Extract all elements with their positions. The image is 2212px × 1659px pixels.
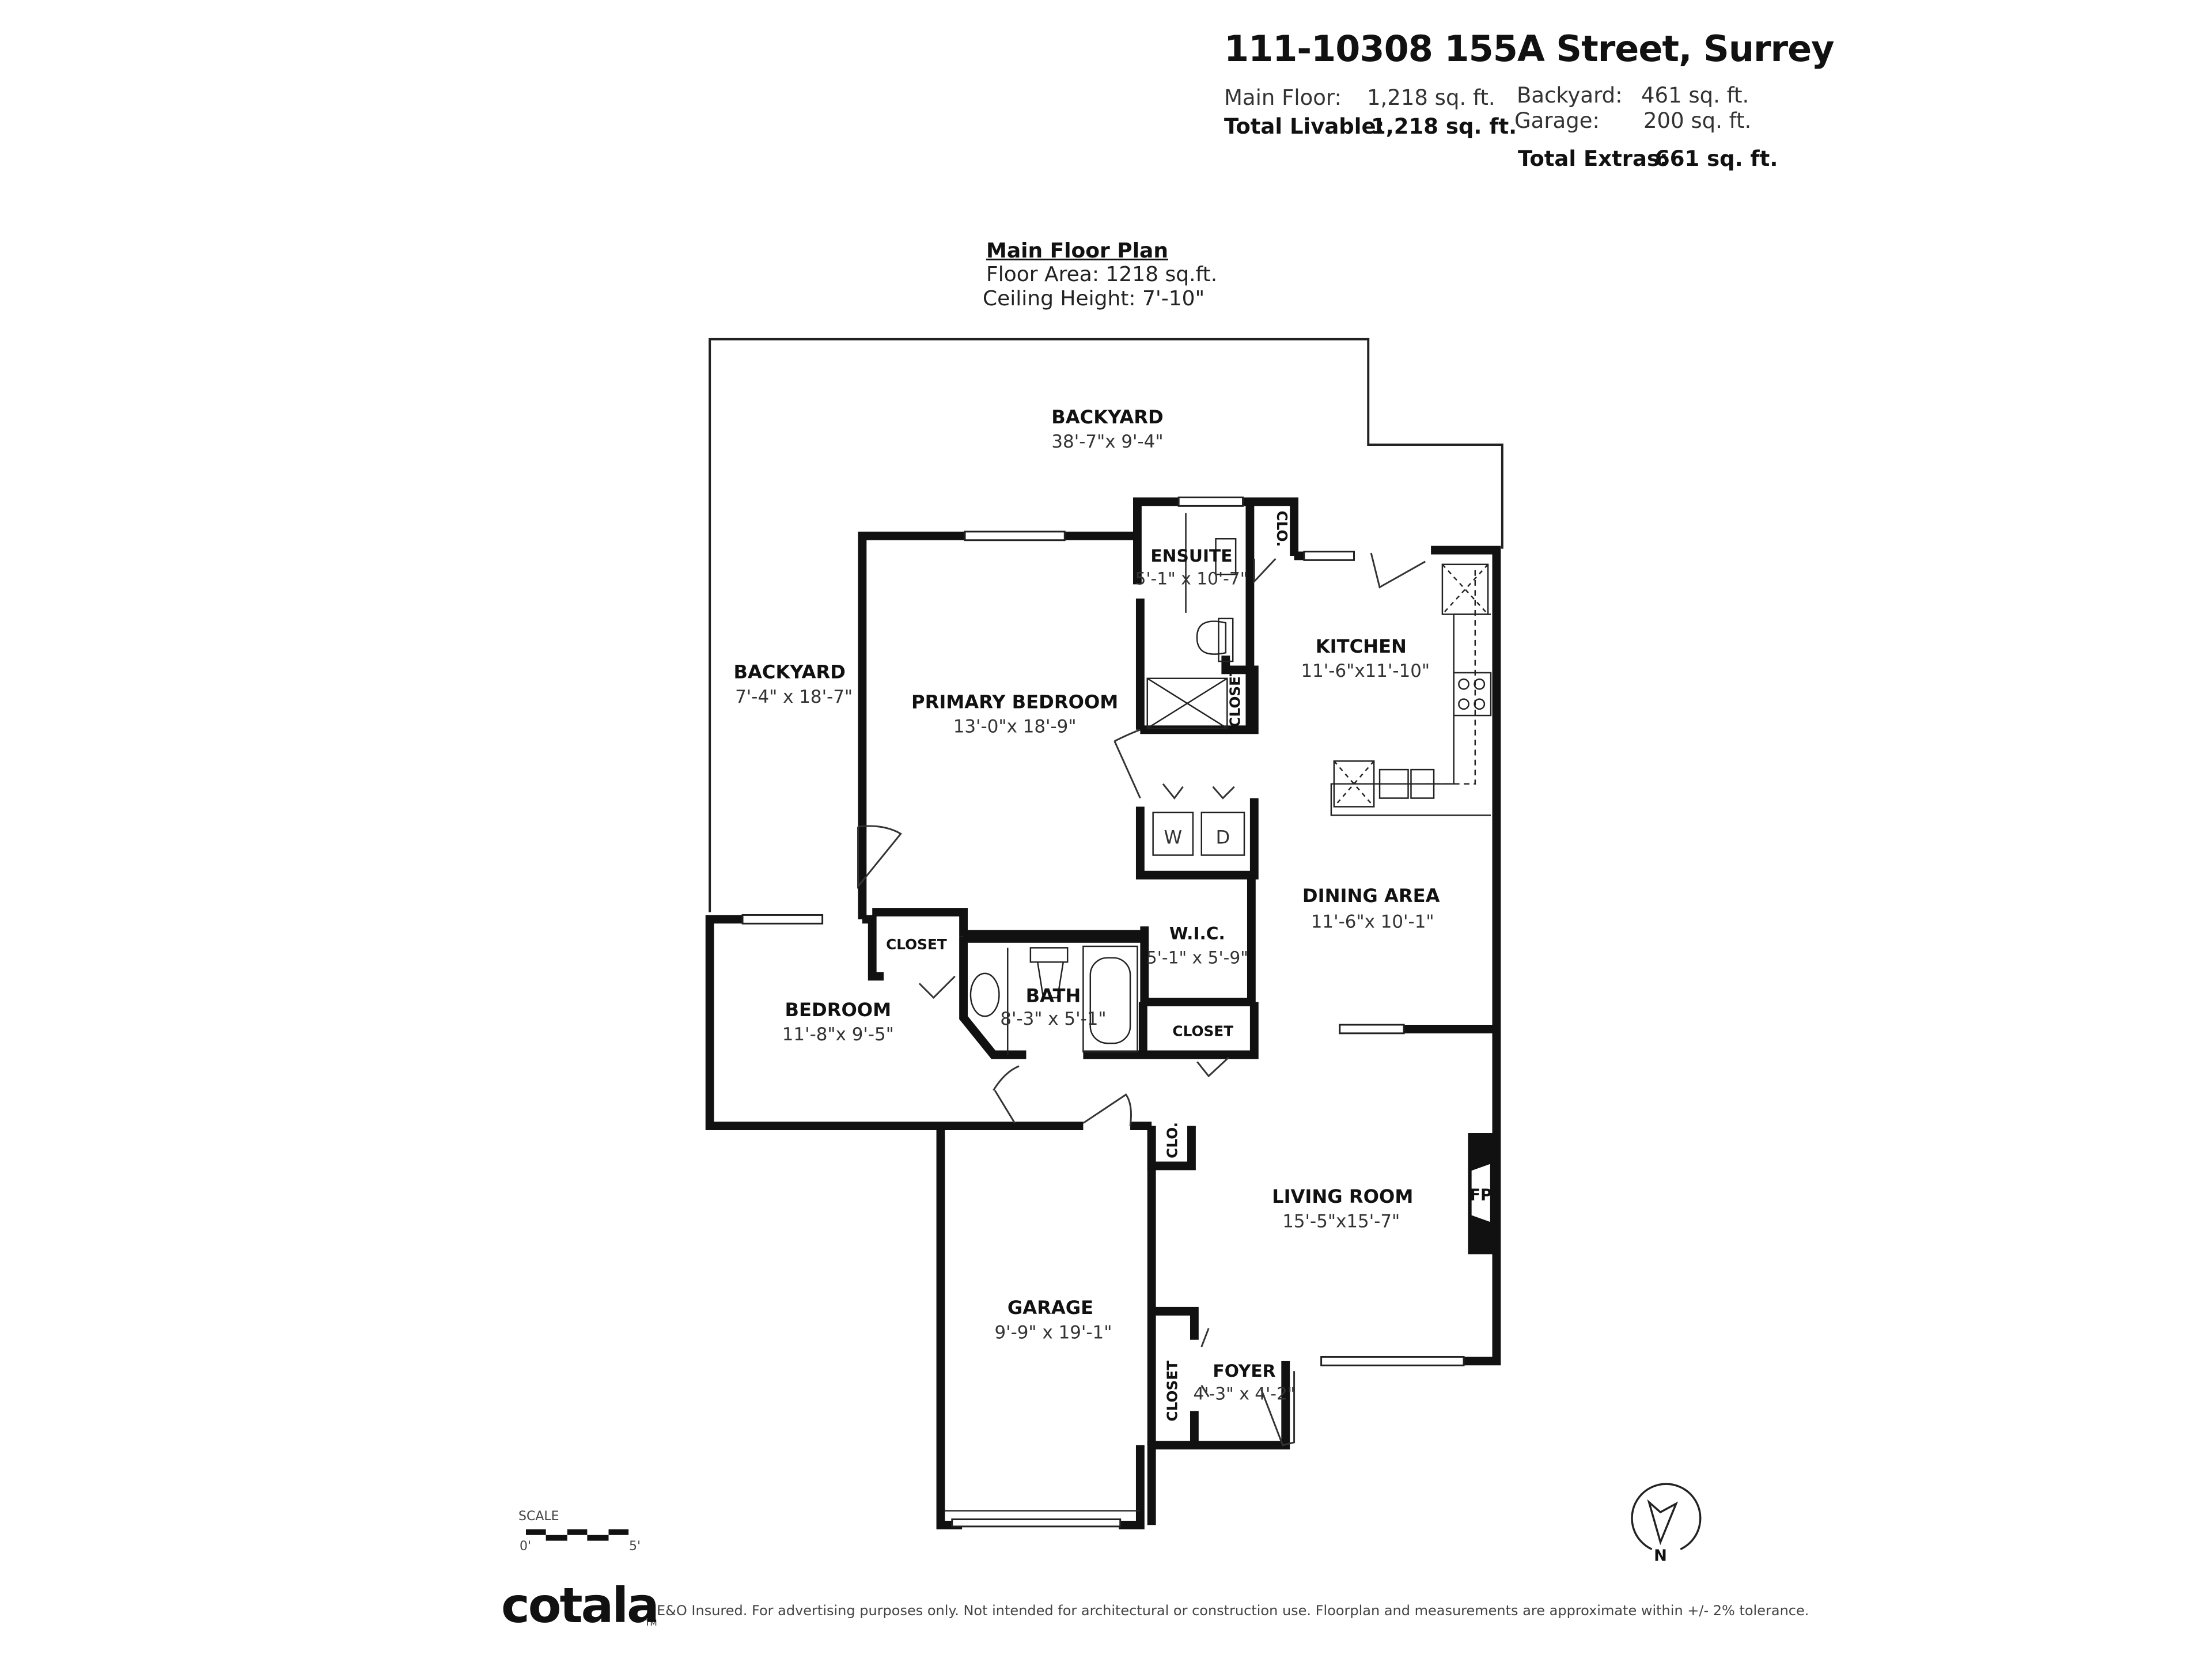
backyard-left-dims: 7'-4" x 18'-7" bbox=[735, 687, 853, 707]
ceiling-height: Ceiling Height: 7'-10" bbox=[983, 287, 1205, 310]
door-swings bbox=[857, 552, 1426, 1446]
foyer-closet-label: CLOSET bbox=[1164, 1361, 1181, 1422]
main-floor-value: 1,218 sq. ft. bbox=[1367, 85, 1495, 110]
bedroom-closet-label: CLOSET bbox=[886, 936, 947, 953]
disclaimer-text: E&O Insured. For advertising purposes on… bbox=[657, 1603, 1809, 1619]
kitchen-dims: 11'-6"x11'-10" bbox=[1301, 661, 1430, 681]
backyard-top-dims: 38'-7"x 9'-4" bbox=[1051, 431, 1163, 452]
garage-label: Garage: bbox=[1514, 108, 1600, 133]
wic-dims: 5'-1" x 5'-9" bbox=[1146, 948, 1248, 968]
compass-north-label: N bbox=[1654, 1547, 1667, 1565]
scale-end: 5' bbox=[629, 1539, 641, 1554]
backyard-top-label: BACKYARD bbox=[1051, 406, 1163, 428]
fixtures bbox=[945, 513, 1492, 1512]
backyard-outline bbox=[709, 338, 1503, 912]
total-livable-label: Total Livable: bbox=[1224, 114, 1385, 139]
living-room-dims: 15'-5"x15'-7" bbox=[1282, 1211, 1400, 1232]
primary-bedroom-label: PRIMARY BEDROOM bbox=[911, 691, 1118, 713]
walls bbox=[705, 497, 1501, 1529]
foyer-label: FOYER bbox=[1213, 1361, 1275, 1381]
dining-area-dims: 11'-6"x 10'-1" bbox=[1311, 912, 1434, 933]
clo-top-label: CLO. bbox=[1274, 510, 1290, 547]
total-extras-label: Total Extras: bbox=[1518, 146, 1668, 171]
backyard-left-label: BACKYARD bbox=[733, 661, 845, 683]
fireplace-insert bbox=[1470, 1162, 1492, 1224]
garage-label: GARAGE bbox=[1007, 1297, 1093, 1319]
scale-start: 0' bbox=[520, 1539, 532, 1554]
cotala-logo: cotala bbox=[501, 1577, 660, 1634]
backyard-label: Backyard: bbox=[1517, 83, 1623, 108]
dining-area-label: DINING AREA bbox=[1302, 885, 1440, 907]
foyer-dims: 4'-3" x 4'-2" bbox=[1193, 1384, 1295, 1404]
total-extras-value: 661 sq. ft. bbox=[1655, 146, 1778, 171]
primary-bedroom-dims: 13'-0"x 18'-9" bbox=[953, 717, 1077, 737]
clo-mid-label: CLO. bbox=[1164, 1122, 1181, 1158]
bedroom-dims: 11'-8"x 9'-5" bbox=[782, 1024, 894, 1045]
plan-title: Main Floor Plan bbox=[986, 239, 1168, 263]
trademark-mark: TM bbox=[645, 1619, 657, 1628]
scale-bar-icon bbox=[525, 1529, 629, 1541]
hall-closet-label: CLOSET bbox=[1172, 1023, 1233, 1040]
kitchen-label: KITCHEN bbox=[1316, 635, 1407, 657]
bedroom-label: BEDROOM bbox=[785, 999, 892, 1021]
ensuite-dims: 5'-1" x 10'-7" bbox=[1135, 569, 1248, 589]
garage-value: 200 sq. ft. bbox=[1643, 108, 1752, 133]
fireplace-label: FP bbox=[1469, 1186, 1492, 1204]
property-address: 111-10308 155A Street, Surrey bbox=[1224, 28, 1835, 70]
scale-label: SCALE bbox=[518, 1509, 559, 1524]
ensuite-label: ENSUITE bbox=[1150, 546, 1232, 566]
wic-label: W.I.C. bbox=[1169, 924, 1225, 944]
main-floor-label: Main Floor: bbox=[1224, 85, 1342, 110]
bath-label: BATH bbox=[1026, 984, 1081, 1006]
north-compass-icon bbox=[1631, 1483, 1702, 1551]
ensuite-closet-label: CLOSET bbox=[1227, 666, 1244, 728]
windows bbox=[741, 497, 1465, 1528]
garage-dims: 9'-9" x 19'-1" bbox=[994, 1322, 1112, 1343]
floor-area: Floor Area: 1218 sq.ft. bbox=[986, 263, 1218, 286]
washer-label: W bbox=[1164, 827, 1182, 849]
backyard-value: 461 sq. ft. bbox=[1641, 83, 1749, 108]
dryer-label: D bbox=[1216, 827, 1230, 849]
bath-dims: 8'-3" x 5'-1" bbox=[1000, 1009, 1106, 1029]
total-livable-value: 1,218 sq. ft. bbox=[1371, 114, 1517, 139]
living-room-label: LIVING ROOM bbox=[1272, 1185, 1413, 1207]
plan-heading: Main Floor Plan Floor Area: 1218 sq.ft. … bbox=[983, 239, 1218, 311]
